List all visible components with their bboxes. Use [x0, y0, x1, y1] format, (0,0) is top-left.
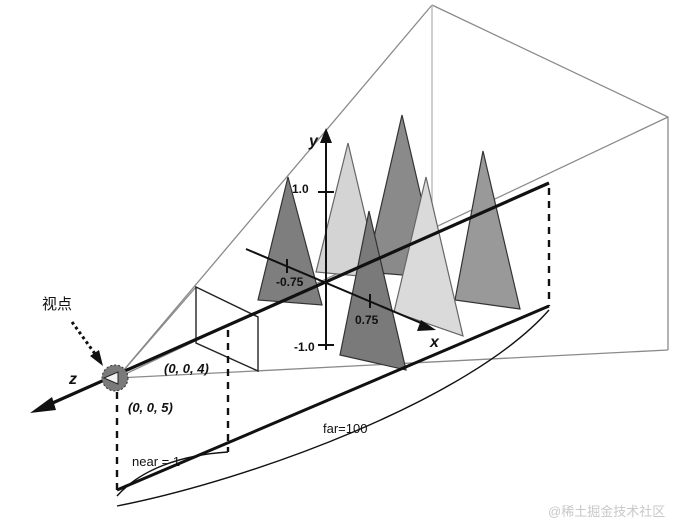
label-axis-z: z: [68, 371, 77, 388]
y-axis-arrowhead: [320, 128, 332, 143]
label-coord-near: (0, 0, 4): [164, 361, 209, 376]
label-tick-y-pos: 1.0: [292, 182, 309, 196]
label-far: far=100: [323, 421, 367, 436]
label-tick-x-pos: 0.75: [355, 313, 379, 327]
label-axis-y: y: [308, 133, 319, 150]
near-brace-curve: [116, 451, 229, 497]
distance-brackets: [116, 304, 550, 507]
z-axis-arrowhead: [30, 397, 56, 413]
label-near: near = 1: [132, 454, 180, 469]
label-tick-y-neg: -1.0: [294, 340, 315, 354]
triangle-objects: [257, 114, 521, 371]
coordinate-axes: [245, 128, 436, 350]
z-axis: [30, 181, 550, 413]
eye-pupil: [102, 371, 119, 385]
triangle-far-left: [257, 176, 323, 306]
viewpoint-eye: [101, 364, 129, 392]
label-viewpoint: 视点: [42, 296, 72, 313]
label-coord-eye: (0, 0, 5): [128, 400, 173, 415]
far-baseline: [116, 304, 550, 492]
far-brace-curve: [116, 309, 550, 507]
diagram-labels: 视点 y x z 1.0 -1.0 -0.75 0.75 (0, 0, 4) (…: [42, 133, 665, 519]
measurement-dashes: [115, 188, 551, 490]
triangle-back-right: [454, 150, 521, 310]
x-axis: [245, 248, 429, 327]
triangle-front-dark: [339, 210, 407, 371]
x-axis-arrowhead: [417, 320, 436, 331]
viewpoint-pointer: [70, 321, 103, 366]
watermark-text: @稀土掘金技术社区: [548, 504, 665, 519]
label-tick-x-neg: -0.75: [276, 275, 304, 289]
label-axis-x: x: [429, 334, 440, 351]
near-plane: [195, 285, 259, 373]
viewpoint-arrowhead: [90, 350, 103, 366]
